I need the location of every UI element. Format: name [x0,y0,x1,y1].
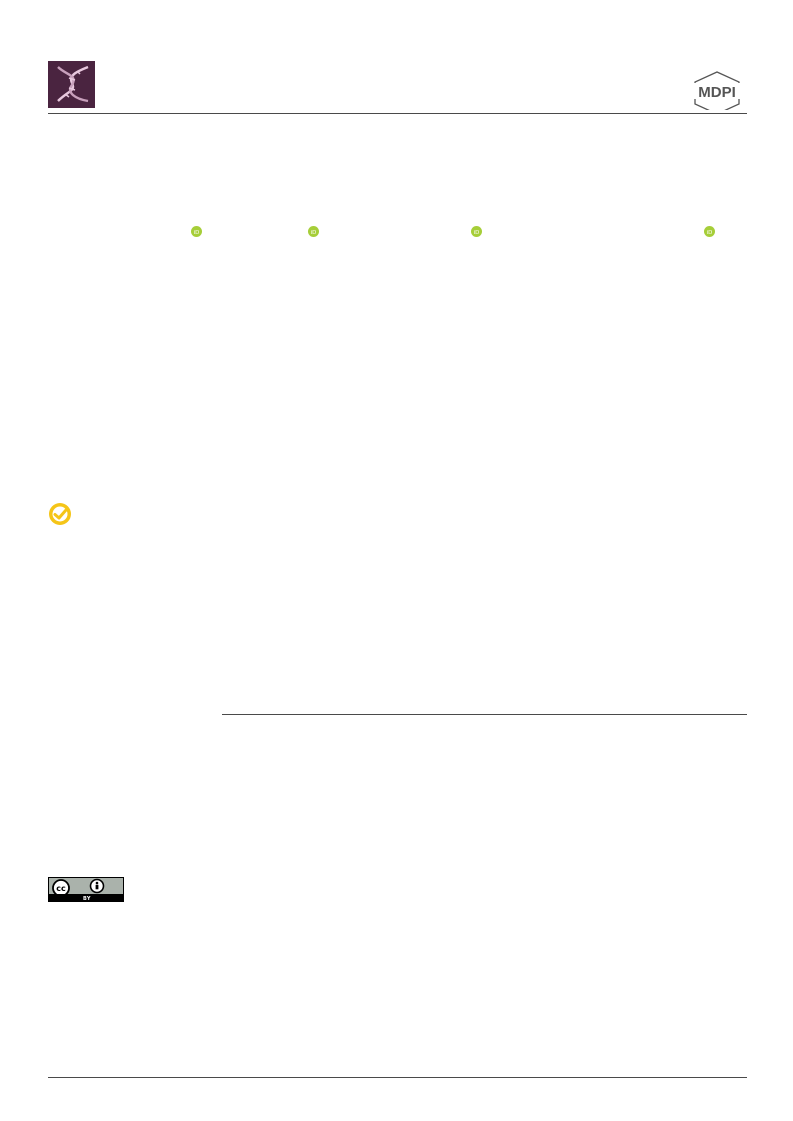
publisher-logo-text: MDPI [698,84,736,101]
svg-text:iD: iD [194,230,200,236]
check-for-updates-badge[interactable] [48,502,72,526]
svg-text:cc: cc [56,884,66,893]
svg-text:iD: iD [311,230,317,236]
journal-logo[interactable] [48,61,95,108]
publisher-logo[interactable]: MDPI [687,70,747,115]
check-for-updates-icon [49,503,71,525]
license-badge-strip [49,894,123,901]
orcid-icon[interactable]: iD [471,226,482,237]
svg-text:iD: iD [707,230,713,236]
license-badge-text: BY [83,896,91,902]
header-divider [48,113,747,114]
dna-helix-icon [57,65,89,103]
cc-by-icon: cc [52,878,105,896]
footnote-divider [222,714,747,715]
footer-divider [48,1077,747,1078]
orcid-icon[interactable]: iD [704,226,715,237]
orcid-icon[interactable]: iD [191,226,202,237]
license-badge[interactable]: cc BY [48,877,124,902]
svg-text:iD: iD [474,230,480,236]
mdpi-hexagon-logo: MDPI [691,71,743,115]
orcid-icon[interactable]: iD [308,226,319,237]
